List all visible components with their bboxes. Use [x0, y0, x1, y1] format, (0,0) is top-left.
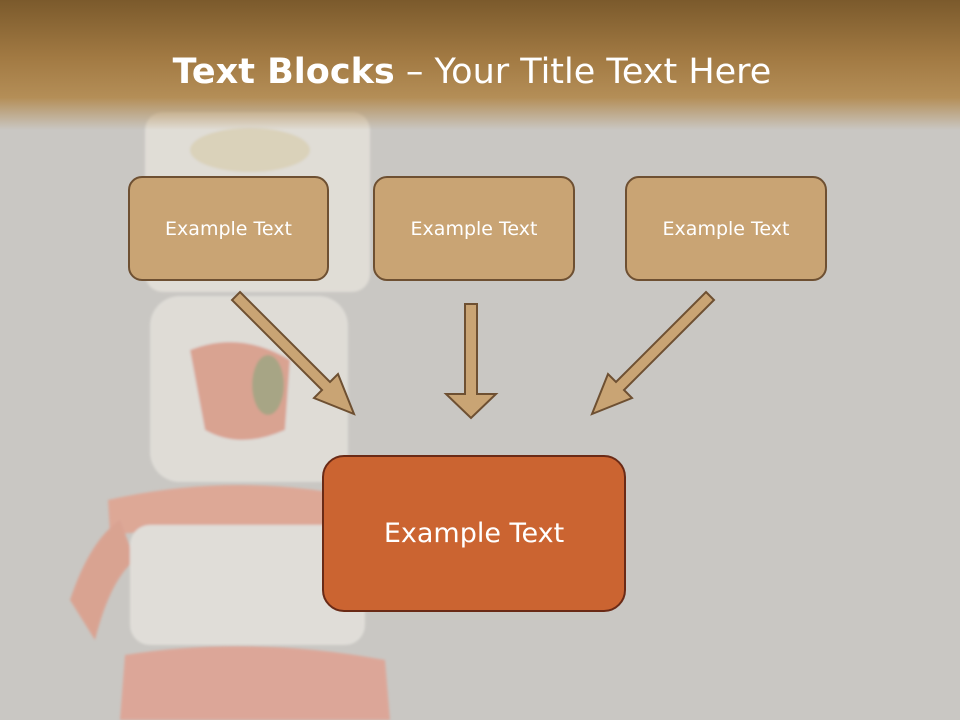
text-block-3[interactable]: Example Text [625, 176, 827, 281]
text-block-3-label: Example Text [662, 217, 790, 240]
text-block-2-label: Example Text [410, 217, 538, 240]
text-block-1[interactable]: Example Text [128, 176, 329, 281]
text-block-2[interactable]: Example Text [373, 176, 575, 281]
main-text-block-label: Example Text [383, 518, 565, 549]
title-bold: Text Blocks [172, 52, 395, 92]
text-block-1-label: Example Text [165, 217, 292, 240]
arrow-right [590, 290, 716, 416]
main-text-block[interactable]: Example Text [322, 455, 626, 612]
header-band [0, 0, 960, 130]
arrow-center [443, 303, 499, 420]
title-rest: – Your Title Text Here [394, 52, 772, 92]
slide-title: Text Blocks – Your Title Text Here [0, 52, 944, 92]
arrow-left [230, 290, 356, 416]
